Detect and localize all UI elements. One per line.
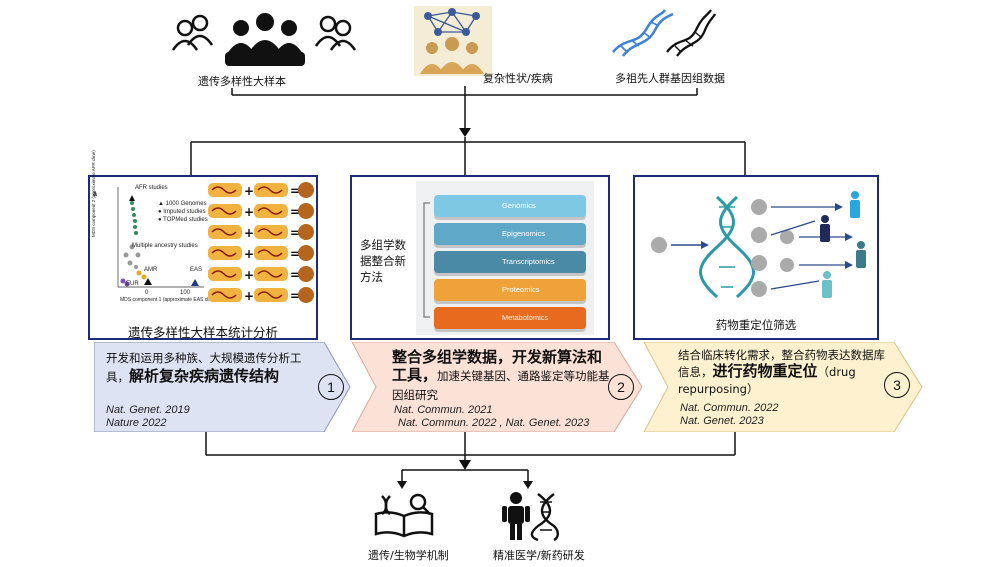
chevron-step-1: 开发和运用多种族、大规模遗传分析工具，解析复杂疾病遗传结构 Nat. Genet…	[94, 342, 352, 432]
chevron2-bold-text: 整合多组学数据，开发新算法和工具，	[392, 348, 603, 384]
panel3-caption: 药物重定位筛选	[715, 318, 797, 332]
plot-eur-label: EUR	[126, 281, 139, 287]
plot-afr-label: AFR studies	[135, 185, 168, 191]
dna-combination-grid: + =	[208, 182, 315, 304]
chevron-step-3: 结合临床转化需求，整合药物表达数据库信息，进行药物重定位（drug repurp…	[644, 342, 924, 432]
multi-ancestry-label: 多祖先人群基因组数据	[615, 72, 725, 85]
plot-x-label: MDS component 1 (approximate EAS cline)	[120, 297, 217, 303]
plot-panel-letter: a	[93, 191, 97, 198]
step-number-1: 1	[318, 374, 344, 400]
step-number-3: 3	[884, 372, 910, 398]
chevron2-ref-2: Nat. Commun. 2022 , Nat. Genet. 2023	[398, 417, 590, 429]
chevron1-normal-text: 开发和运用多种族、大规模遗传分析工具，	[106, 351, 302, 384]
chevron3-paren-text: （drug repurposing）	[678, 365, 856, 396]
person-dna-icon	[502, 492, 559, 542]
panel-statistical-analysis: a MDS component 2 (approximate AFR cline…	[88, 150, 318, 340]
plot-y-label: MDS component 2 (approximate AFR cline)	[91, 150, 96, 237]
chevron3-ref-1: Nat. Commun. 2022	[680, 402, 779, 414]
chevron1-bold-text: 解析复杂疾病遗传结构	[129, 367, 280, 385]
svg-text:=: =	[290, 184, 300, 198]
research-book-icon	[374, 493, 434, 538]
layer-genomics: Genomics	[434, 195, 586, 217]
layer-proteomics: Proteomics	[434, 279, 586, 301]
panel-drug-repurposing: 药物重定位筛选	[633, 175, 879, 340]
network-people-icon	[414, 6, 492, 76]
complex-traits-label: 复杂性状/疾病	[483, 72, 553, 85]
plot-legend-1000g: ▲ 1000 Genomes	[158, 201, 207, 207]
plot-multi-label: Multiple ancestry studies	[132, 243, 198, 249]
plot-eas-label: EAS	[190, 267, 203, 273]
layer-metabolomics: Metabolomics	[434, 307, 586, 329]
step-number-2: 2	[608, 374, 634, 400]
dna-icon	[612, 9, 717, 57]
plot-tick-0: 0	[145, 290, 149, 296]
plot-tick-100: 100	[180, 290, 191, 296]
chevron-step-2: 整合多组学数据，开发新算法和工具，加速关键基因、通路鉴定等功能基因组研究 Nat…	[352, 342, 644, 432]
chevron1-ref-1: Nat. Genet. 2019	[106, 404, 190, 416]
chevron3-bold-text: 进行药物重定位	[712, 362, 818, 380]
chevron2-normal-text: 加速关键基因、通路鉴定等功能基因组研究	[392, 369, 610, 402]
bottom-mechanism-label: 遗传/生物学机制	[368, 549, 449, 562]
drug-screening-diagram	[651, 191, 866, 299]
plot-legend-imputed: ● Imputed studies	[158, 209, 206, 215]
panel1-caption: 遗传多样性大样本统计分析	[127, 325, 278, 340]
chevron3-ref-2: Nat. Genet. 2023	[680, 415, 764, 427]
diverse-samples-label: 遗传多样性大样本	[198, 75, 286, 88]
plot-amr-label: AMR	[144, 267, 158, 273]
chevron3-normal-text: 结合临床转化需求，整合药物表达数据库信息，	[678, 348, 885, 379]
chevron2-ref-1: Nat. Commun. 2021	[394, 404, 493, 416]
svg-text:+: +	[244, 184, 254, 198]
layer-transcriptomics: Transcriptomics	[434, 251, 586, 273]
chevron1-ref-2: Nature 2022	[106, 417, 167, 429]
mds-scatter-plot	[117, 187, 204, 288]
people-group-icon	[171, 13, 357, 66]
layer-epigenomics: Epigenomics	[434, 223, 586, 245]
panel-multiomics: 多组学数据整合新方法 Genomics Epigenomics Transcri…	[350, 175, 610, 340]
plot-legend-topmed: ● TOPMed studies	[158, 217, 208, 223]
panel2-side-text: 多组学数据整合新方法	[360, 238, 406, 284]
bottom-precision-label: 精准医学/新药研发	[493, 549, 585, 562]
omics-stack: Genomics Epigenomics Transcriptomics Pro…	[416, 181, 594, 335]
